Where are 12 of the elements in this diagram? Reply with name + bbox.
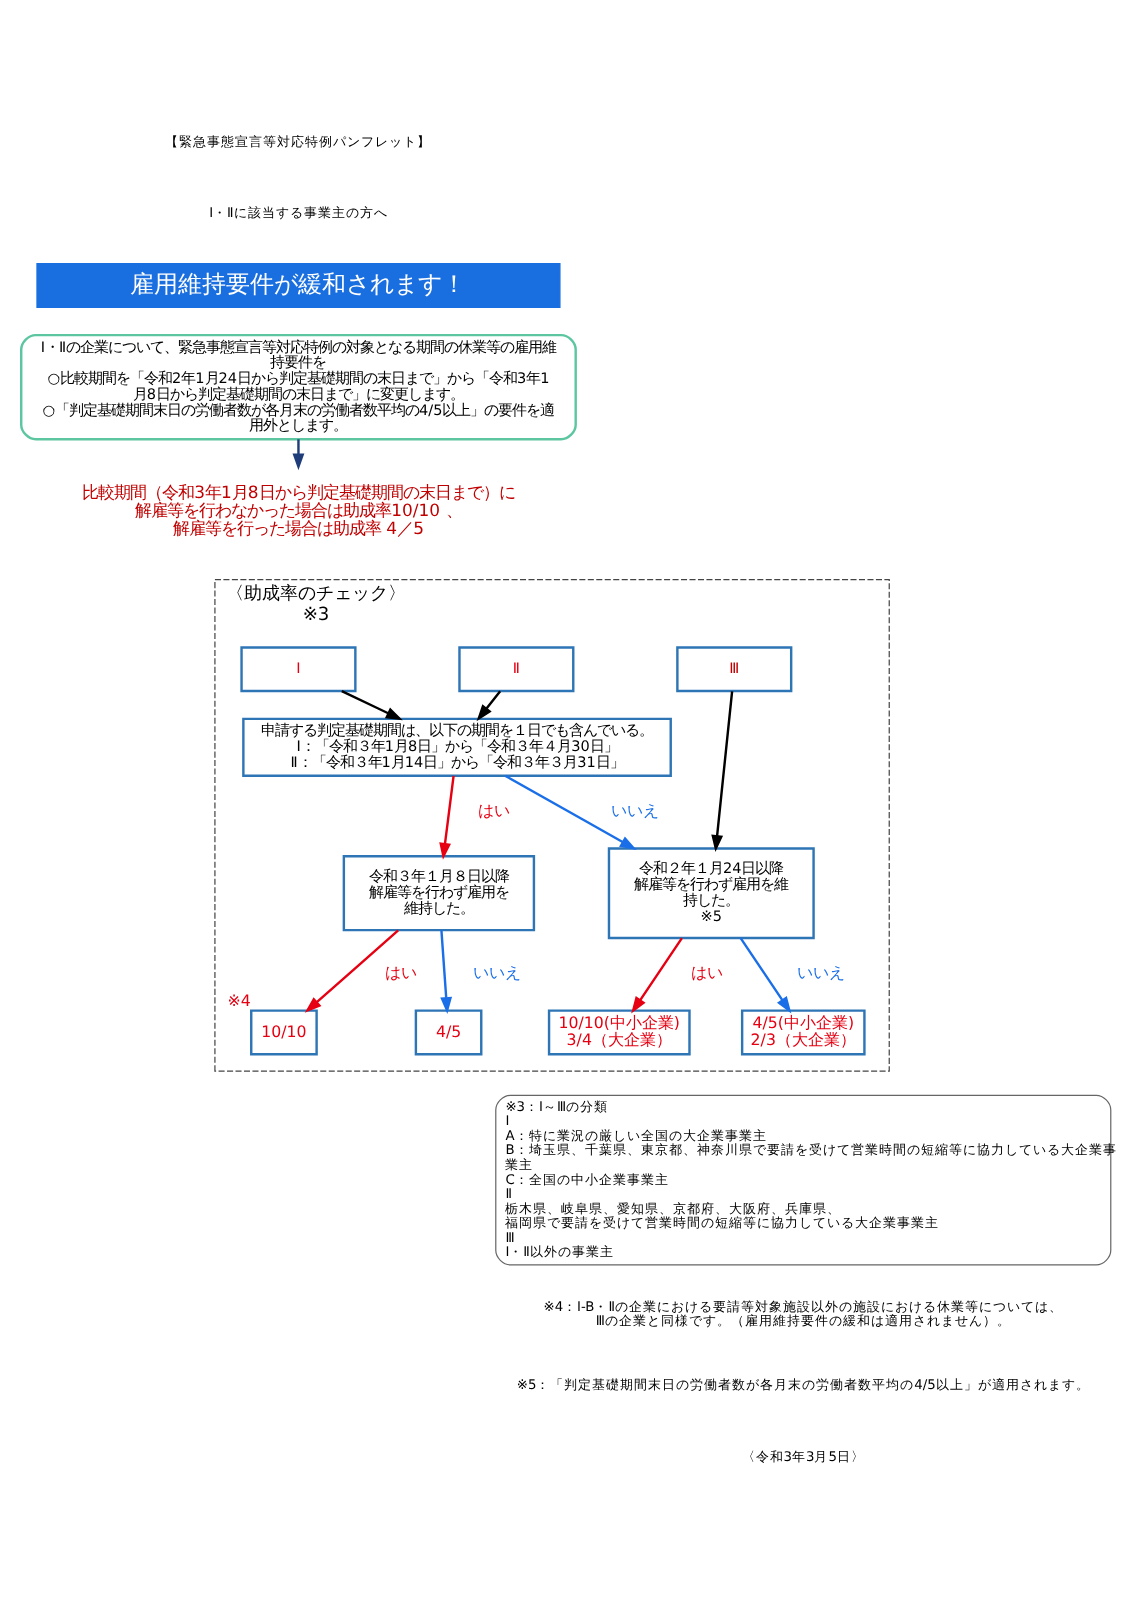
arrow — [711, 691, 734, 852]
arrow — [476, 690, 502, 722]
arrow — [440, 930, 453, 1015]
arrow — [504, 774, 637, 850]
arrow — [439, 775, 455, 860]
arrow — [631, 937, 683, 1014]
arrow — [292, 439, 305, 471]
arrow — [341, 690, 403, 721]
node-box: 雇用維持要件が緩和されます！ — [36, 263, 561, 308]
arrow — [739, 937, 792, 1014]
node-text: 比較期間（令和3年1月8日から判定基礎期間の末日まで）に 解雇等を行わなかった場合は助成率10/10 、解雇等を行った場合は助成率 4／5 — [82, 481, 515, 538]
arrow — [304, 929, 399, 1013]
